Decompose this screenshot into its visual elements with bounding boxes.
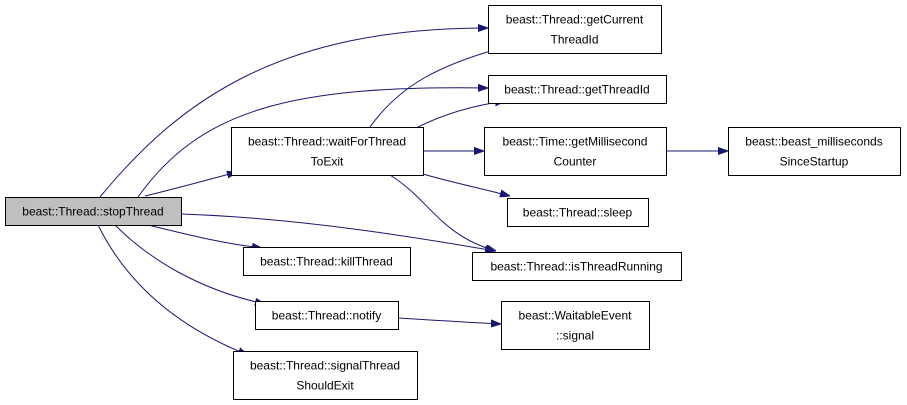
edges-layer xyxy=(97,28,728,355)
node-label-line: SinceStartup xyxy=(780,155,849,169)
edge-notify-to-signal xyxy=(397,317,501,324)
edge-stopThread-to-killThread xyxy=(147,224,262,248)
edge-waitForThreadToExit-to-sleep xyxy=(422,173,510,196)
edge-waitForThreadToExit-to-getThreadId xyxy=(417,101,505,128)
node-label-line: beast::Thread::stopThread xyxy=(22,205,163,219)
node-label-line: beast::Thread::isThreadRunning xyxy=(490,260,662,274)
node-box xyxy=(5,197,182,226)
edge-stopThread-to-getCurrentThreadId xyxy=(99,28,488,198)
node-box xyxy=(484,127,667,176)
node-box xyxy=(231,127,424,176)
node-notify[interactable]: beast::Thread::notify xyxy=(255,301,399,330)
node-label-line: beast::beast_milliseconds xyxy=(745,135,882,149)
edge-stopThread-to-waitForThreadToExit xyxy=(144,172,237,197)
node-box xyxy=(488,75,667,104)
edge-waitForThreadToExit-to-isThreadRunning xyxy=(389,174,496,251)
node-label-line: beast::Thread::notify xyxy=(272,309,381,323)
node-box xyxy=(255,301,399,330)
node-signal[interactable]: beast::WaitableEvent::signal xyxy=(501,301,650,350)
node-box xyxy=(233,351,418,400)
node-label-line: beast::Thread::getCurrent xyxy=(506,13,644,27)
node-label-line: ShouldExit xyxy=(296,379,354,393)
node-stopThread[interactable]: beast::Thread::stopThread xyxy=(5,197,182,226)
node-isThreadRunning[interactable]: beast::Thread::isThreadRunning xyxy=(472,252,682,281)
node-label-line: beast::Time::getMillisecond xyxy=(503,135,648,149)
node-box xyxy=(728,127,901,176)
node-label-line: beast::Thread::killThread xyxy=(260,255,393,269)
node-label-line: ::signal xyxy=(556,329,594,343)
node-label-line: ToExit xyxy=(311,155,344,169)
node-getThreadId[interactable]: beast::Thread::getThreadId xyxy=(488,75,667,104)
node-label-line: beast::Thread::getThreadId xyxy=(504,83,649,97)
edge-stopThread-to-signalThreadShouldExit xyxy=(97,224,248,355)
edge-stopThread-to-isThreadRunning xyxy=(180,213,495,251)
node-label-line: beast::WaitableEvent xyxy=(519,309,633,323)
edge-waitForThreadToExit-to-getCurrentThreadId xyxy=(369,48,501,128)
node-box xyxy=(488,5,662,54)
node-sleep[interactable]: beast::Thread::sleep xyxy=(507,198,649,227)
node-label-line: beast::Thread::sleep xyxy=(523,206,633,220)
node-label-line: beast::Thread::signalThread xyxy=(250,359,400,373)
edge-stopThread-to-notify xyxy=(114,224,265,304)
node-killThread[interactable]: beast::Thread::killThread xyxy=(243,247,411,276)
node-box xyxy=(501,301,650,350)
node-box xyxy=(243,247,411,276)
node-box xyxy=(507,198,649,227)
node-label-line: Counter xyxy=(554,155,597,169)
nodes-layer: beast::Thread::stopThreadbeast::Thread::… xyxy=(5,5,901,400)
node-box xyxy=(472,252,682,281)
edge-stopThread-to-getThreadId xyxy=(137,88,488,198)
node-label-line: ThreadId xyxy=(550,33,598,47)
node-label-line: beast::Thread::waitForThread xyxy=(248,135,406,149)
